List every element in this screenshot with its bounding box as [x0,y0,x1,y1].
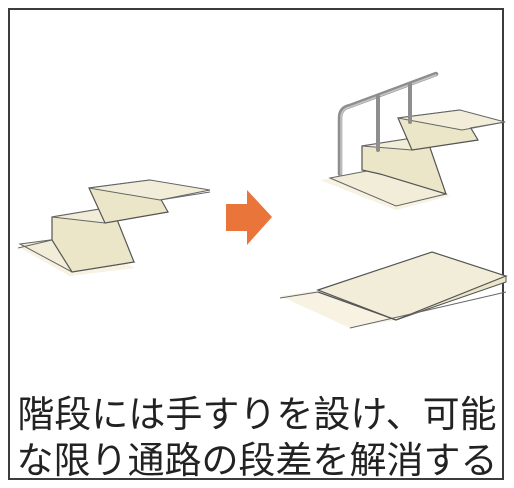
stairs-before [17,179,211,276]
ramp [279,251,508,329]
ramp-side [395,275,507,321]
caption-line-2: な限り通路の段差を解消する [16,439,498,482]
stairs-before-floor-line-right [159,191,211,201]
caption-line-1: 階段には手すりを設け、可能 [17,393,497,436]
stairs-before-floor-line-left [17,239,53,249]
stairs-with-handrail [320,71,506,210]
stairs-after-floor-line [469,121,506,129]
ramp-floor [280,290,396,328]
stairs-before-tread-3 [88,179,211,201]
ramp-floor-line-left [279,291,319,299]
ramp-floor-line-bottom [349,291,507,329]
right-arrow-icon [226,190,272,245]
handrail [337,71,439,177]
ramp-edge-line [317,291,397,321]
